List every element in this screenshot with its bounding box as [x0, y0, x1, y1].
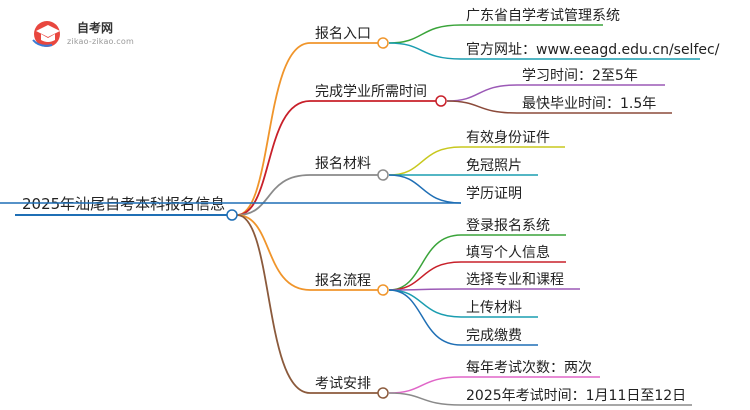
branch-connector: [236, 214, 311, 394]
branch-connector: [236, 100, 311, 216]
branch-registration-entry: 报名入口 广东省自学考试管理系统 官方网址：www.eeagd.edu.cn/s…: [315, 8, 720, 58]
leaf-label: 最快毕业时间：1.5年: [522, 96, 656, 112]
branch-node[interactable]: [377, 387, 389, 399]
branch-connector: [236, 174, 311, 216]
branch-connector: [236, 42, 311, 216]
logo-subtitle: zikao-zikao.com: [67, 37, 134, 46]
graduation-cap-icon: [32, 21, 60, 47]
leaf-label: 广东省自学考试管理系统: [466, 8, 620, 24]
branch-connector: [236, 214, 311, 291]
leaf-label: 学历证明: [466, 186, 522, 202]
branch-node[interactable]: [377, 284, 389, 296]
branch-label: 报名流程: [315, 273, 371, 289]
leaf-connector: [388, 392, 462, 406]
leaf-label: 填写个人信息: [466, 244, 550, 261]
leaf-connector: [388, 261, 462, 291]
root-label: 2025年汕尾自考本科报名信息: [22, 195, 225, 213]
leaf-label: 上传材料: [466, 300, 522, 316]
branch-registration-materials: 报名材料 有效身份证件 免冠照片 学历证明: [315, 130, 550, 202]
branch-registration-process: 报名流程 登录报名系统 填写个人信息 选择专业和课程 上传材料 完成缴费: [315, 218, 564, 344]
leaf-label: 2025年考试时间：1月11日至12日: [466, 388, 686, 404]
leaf-label: 官方网址：www.eeagd.edu.cn/selfec/: [466, 42, 720, 58]
leaf-connector: [388, 289, 462, 318]
leaf-connector: [388, 42, 462, 60]
branch-node[interactable]: [377, 169, 389, 181]
leaf-connector: [388, 146, 462, 176]
leaf-connector: [388, 288, 462, 291]
branch-label: 报名材料: [315, 156, 371, 172]
logo-title: 自考网: [77, 21, 114, 35]
leaf-label: 完成缴费: [466, 328, 522, 344]
branch-study-duration: 完成学业所需时间 学习时间：2至5年 最快毕业时间：1.5年: [315, 68, 656, 112]
leaf-connector: [446, 100, 518, 114]
leaf-connector: [388, 289, 462, 346]
site-logo: 自考网 zikao-zikao.com: [30, 14, 150, 54]
branch-label: 考试安排: [315, 376, 371, 392]
branch-node[interactable]: [377, 37, 389, 49]
leaf-label: 登录报名系统: [466, 218, 550, 234]
leaf-connector: [388, 234, 462, 291]
leaf-label: 每年考试次数：两次: [466, 360, 592, 376]
leaf-connector: [388, 174, 462, 204]
leaf-label: 学习时间：2至5年: [522, 68, 638, 84]
leaf-connector: [388, 24, 462, 44]
leaf-label: 有效身份证件: [466, 130, 550, 146]
leaf-label: 免冠照片: [466, 158, 522, 174]
branch-label: 报名入口: [315, 26, 371, 42]
leaf-connector: [388, 376, 462, 394]
branch-node[interactable]: [435, 95, 447, 107]
leaf-label: 选择专业和课程: [466, 272, 564, 288]
branch-exam-schedule: 考试安排 每年考试次数：两次 2025年考试时间：1月11日至12日: [315, 360, 686, 404]
leaf-connector: [446, 84, 518, 102]
root-node[interactable]: [226, 209, 238, 221]
branch-label: 完成学业所需时间: [315, 84, 427, 100]
